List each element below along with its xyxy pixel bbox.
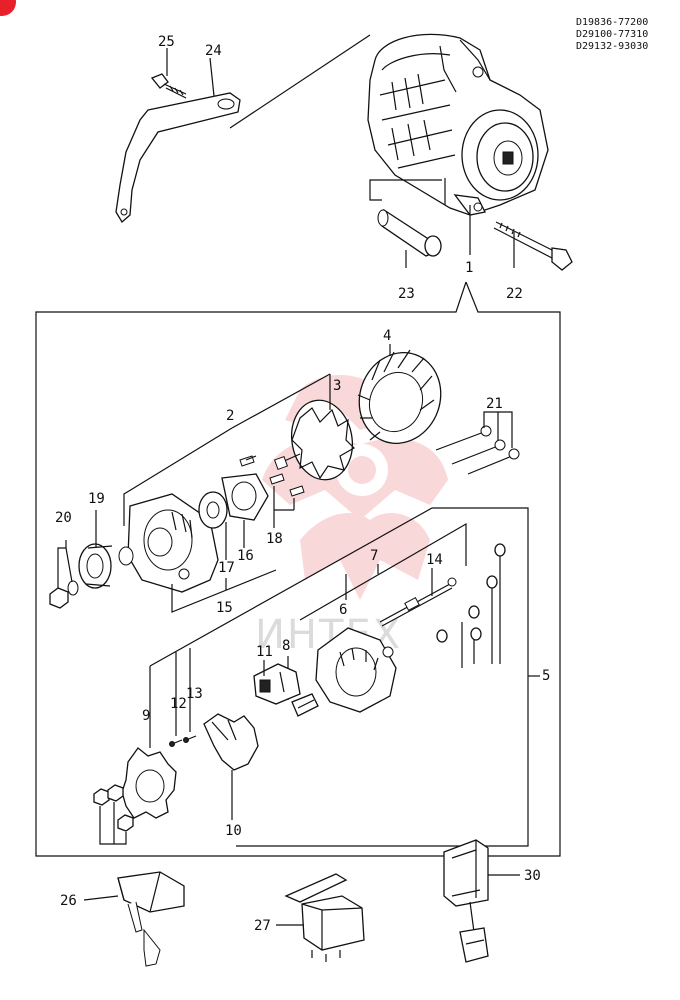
stator-4 [357, 349, 442, 444]
corner-badge [0, 0, 16, 16]
bolt-25 [150, 73, 187, 99]
callout-27: 27 [254, 918, 271, 934]
callout-6: 6 [339, 602, 347, 618]
callout-1: 1 [465, 260, 473, 276]
callout-14: 14 [426, 552, 443, 568]
screws-18 [239, 455, 305, 497]
bracket-24 [115, 92, 241, 224]
callout-25: 25 [158, 34, 175, 50]
callout-7: 7 [370, 548, 378, 564]
part-number-2: D29100-77310 [576, 29, 648, 40]
brush-plate-10 [203, 713, 259, 771]
callout-4: 4 [383, 328, 391, 344]
through-bolts-21 [435, 425, 520, 475]
pulley-19 [78, 543, 134, 589]
module-30 [443, 839, 489, 963]
relay-27 [284, 873, 365, 962]
rectifier-9 [121, 747, 177, 819]
drive-end-housing [127, 493, 219, 593]
brush-holder-8 [291, 693, 319, 717]
callout-13: 13 [186, 686, 203, 702]
callout-2: 2 [226, 408, 234, 424]
callout-3: 3 [333, 378, 341, 394]
callout-18: 18 [266, 531, 283, 547]
callout-5: 5 [542, 668, 550, 684]
callout-15: 15 [216, 600, 233, 616]
insulators [436, 543, 506, 643]
part-number-1: D19836-77200 [576, 17, 648, 28]
callout-22: 22 [506, 286, 523, 302]
retainer-plate-16 [221, 473, 269, 521]
terminal-stud-14 [379, 577, 457, 627]
nut-20 [49, 580, 79, 609]
bolt-22 [493, 221, 573, 271]
regulator-11 [253, 663, 301, 705]
nuts-lower-left [93, 784, 134, 832]
rotor-3 [273, 399, 355, 481]
callout-11: 11 [256, 644, 273, 660]
callout-30: 30 [524, 868, 541, 884]
callout-9: 9 [142, 708, 150, 724]
callout-19: 19 [88, 491, 105, 507]
alternator-assembly [367, 33, 549, 216]
relay-26 [117, 871, 185, 967]
callout-21: 21 [486, 396, 503, 412]
callout-17: 17 [218, 560, 235, 576]
callout-26: 26 [60, 893, 77, 909]
part-number-3: D29132-93030 [576, 41, 648, 52]
screws-12-13 [169, 735, 197, 747]
callout-23: 23 [398, 286, 415, 302]
spacer-23 [377, 208, 442, 257]
callout-16: 16 [237, 548, 254, 564]
rear-housing-6 [315, 627, 397, 713]
exploded-view-frame [35, 281, 561, 857]
callout-20: 20 [55, 510, 72, 526]
part-number-block: D19836-77200 D29100-77310 D29132-93030 [576, 17, 648, 52]
callout-8: 8 [282, 638, 290, 654]
bearing-17 [198, 491, 228, 529]
callout-10: 10 [225, 823, 242, 839]
callout-12: 12 [170, 696, 187, 712]
callout-24: 24 [205, 43, 222, 59]
